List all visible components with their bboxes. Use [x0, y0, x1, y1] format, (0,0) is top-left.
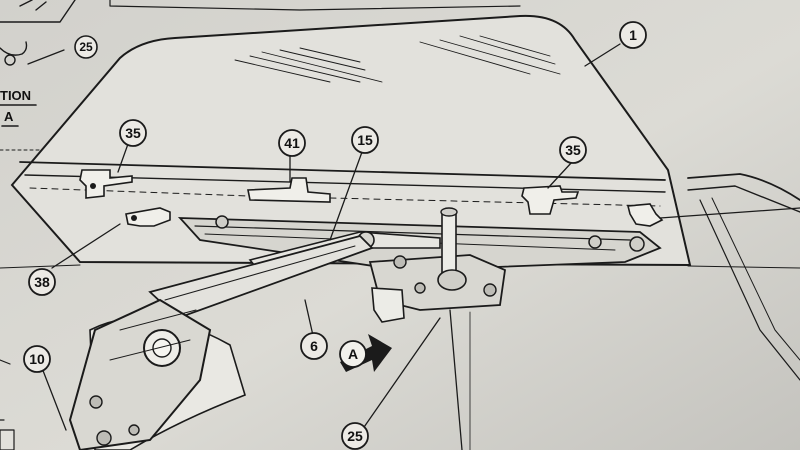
callout-25-bottom-label: 25: [347, 428, 363, 444]
callout-35-right-label: 35: [565, 142, 581, 158]
leader-right-edge: [659, 207, 800, 219]
callout-1-label: 1: [629, 27, 637, 43]
page-frame-line: [109, 0, 521, 11]
callout-10: 10: [23, 345, 51, 373]
callout-1: 1: [619, 21, 647, 49]
view-a-marker: A: [339, 334, 392, 372]
callout-35-left-label: 35: [125, 125, 141, 141]
pivot-bracket: [368, 207, 506, 323]
door-frame-right: [687, 173, 800, 381]
clip-35-left: [79, 169, 133, 199]
leader-35-left: [117, 143, 129, 173]
callout-35-left: 35: [119, 119, 147, 147]
callout-25-top: 25: [74, 35, 98, 59]
leader-38: [51, 223, 121, 269]
leader-10: [41, 367, 67, 431]
section-label: TION: [0, 88, 31, 103]
callout-41: 41: [278, 129, 306, 157]
callout-25-top-label: 25: [79, 40, 93, 54]
leader-1: [584, 43, 621, 67]
callout-25-bottom: 25: [341, 422, 369, 450]
leader-25-bottom: [361, 317, 441, 431]
leader-25-top: [27, 49, 65, 65]
callout-6-label: 6: [310, 338, 318, 354]
callout-41-label: 41: [284, 135, 300, 151]
clip-35-right: [521, 185, 580, 215]
callout-15: 15: [351, 126, 379, 154]
section-sublabel: A: [4, 109, 14, 124]
leader-35-right: [547, 161, 573, 189]
callout-38-label: 38: [34, 274, 50, 290]
door-inner-panel: [0, 264, 471, 450]
clip-41: [247, 177, 331, 203]
callout-6: 6: [300, 332, 328, 360]
clip-right-end: [626, 203, 664, 227]
callout-15-label: 15: [357, 132, 373, 148]
callout-38: 38: [28, 268, 56, 296]
crank-housing: [68, 298, 212, 450]
inset-box-fragment: [0, 0, 76, 66]
view-a-label: A: [348, 346, 358, 362]
leader-lines: [27, 43, 800, 431]
callout-10-label: 10: [29, 351, 45, 367]
callout-35-right: 35: [559, 136, 587, 164]
clip-38: [125, 207, 171, 227]
leader-15: [329, 151, 363, 241]
